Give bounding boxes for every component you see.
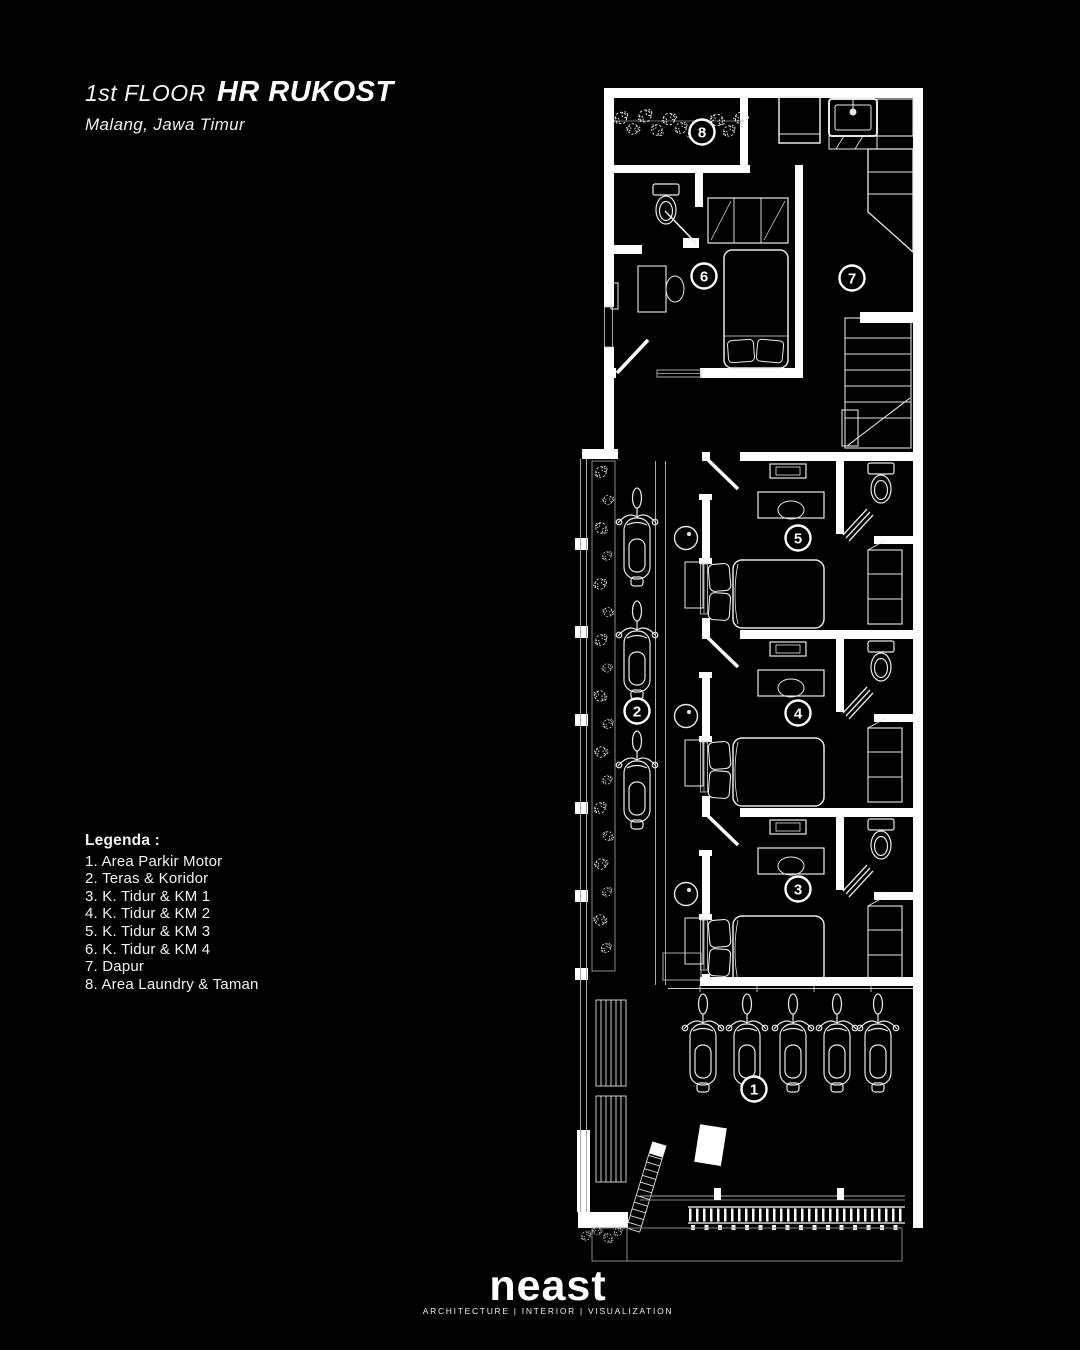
room-marker-7: 7 (838, 264, 866, 292)
corridor-terrace (591, 460, 702, 985)
slat-panels (595, 999, 627, 1183)
legend-item: 5. K. Tidur & KM 3 (85, 922, 211, 940)
room-marker-8: 8 (688, 118, 716, 146)
room-markers: 1 2 3 4 5 6 7 8 (623, 118, 866, 1103)
room-marker-4: 4 (784, 699, 812, 727)
room-marker-1: 1 (740, 1075, 768, 1103)
room-marker-5: 5 (784, 524, 812, 552)
svg-text:5: 5 (794, 531, 802, 548)
svg-text:3: 3 (794, 882, 802, 899)
legend-item: 3. K. Tidur & KM 1 (85, 887, 211, 905)
legend-item: 2. Teras & Koridor (85, 870, 209, 888)
legend-item: 6. K. Tidur & KM 4 (85, 940, 211, 958)
wardrobe-icon (707, 197, 789, 244)
svg-text:8: 8 (698, 125, 706, 142)
room-marker-2: 2 (623, 697, 651, 725)
fridge-icon (778, 96, 821, 144)
legend-item: 8. Area Laundry & Taman (85, 975, 259, 993)
motorbike-icon (771, 993, 815, 1093)
kitchen (778, 96, 914, 449)
parking-motorbikes (681, 993, 900, 1093)
room6-left-window (604, 306, 613, 348)
street-apron (591, 1227, 903, 1262)
left-boundary-glass (580, 459, 587, 1212)
outer-walls (575, 88, 923, 1228)
motorbike-icon (681, 993, 725, 1093)
floor-label: 1st FLOOR (85, 80, 206, 106)
corridor-motorbikes (615, 487, 659, 830)
parking-area (580, 993, 905, 1262)
area-laundry-garden (604, 98, 751, 173)
legend-heading: Legenda : (85, 832, 161, 849)
parking-back-wall (668, 977, 922, 992)
studio-logo: neast ARCHITECTURE | INTERIOR | VISUALIZ… (422, 1262, 674, 1317)
bed-icon (723, 249, 789, 369)
svg-text:6: 6 (700, 269, 708, 286)
svg-text:7: 7 (848, 271, 856, 288)
kitchen-counter (867, 148, 914, 254)
room-marker-3: 3 (784, 875, 812, 903)
kitchen-sink-icon (828, 98, 878, 137)
project-name: HR RUKOST (216, 76, 394, 108)
stairs (841, 317, 912, 449)
title-block: 1st FLOOR HR RUKOST Malang, Jawa Timur (85, 76, 394, 135)
logo-tagline: ARCHITECTURE | INTERIOR | VISUALIZATION (422, 1306, 674, 1316)
toilet-icon (652, 183, 680, 225)
door-leaf (615, 338, 650, 375)
legend-item: 4. K. Tidur & KM 2 (85, 905, 211, 923)
motorbike-icon (615, 487, 659, 587)
desk-icon (637, 265, 667, 313)
svg-text:1: 1 (750, 1082, 758, 1099)
room-marker-6: 6 (690, 262, 718, 290)
motorbike-icon (856, 993, 900, 1093)
project-location: Malang, Jawa Timur (85, 115, 246, 134)
garden-plants (614, 109, 751, 140)
legend: Legenda : 1. Area Parkir Motor 2. Teras … (85, 832, 259, 993)
motorbike-icon (815, 993, 859, 1093)
planter-plants (591, 465, 616, 953)
front-fence-gate (640, 1188, 905, 1230)
folding-gate-open (625, 1141, 667, 1233)
svg-text:2: 2 (633, 704, 641, 721)
plan-title: 1st FLOOR HR RUKOST (85, 76, 394, 109)
motorbike-icon (615, 730, 659, 830)
svg-text:4: 4 (794, 706, 803, 723)
legend-item: 1. Area Parkir Motor (85, 852, 223, 870)
room-6 (604, 165, 803, 378)
logo-wordmark: neast (489, 1262, 607, 1310)
motorbike-icon (615, 600, 659, 700)
chair-icon (665, 275, 685, 303)
legend-item: 7. Dapur (85, 958, 145, 976)
tv-icon (610, 282, 619, 310)
storage-box (694, 1124, 727, 1166)
